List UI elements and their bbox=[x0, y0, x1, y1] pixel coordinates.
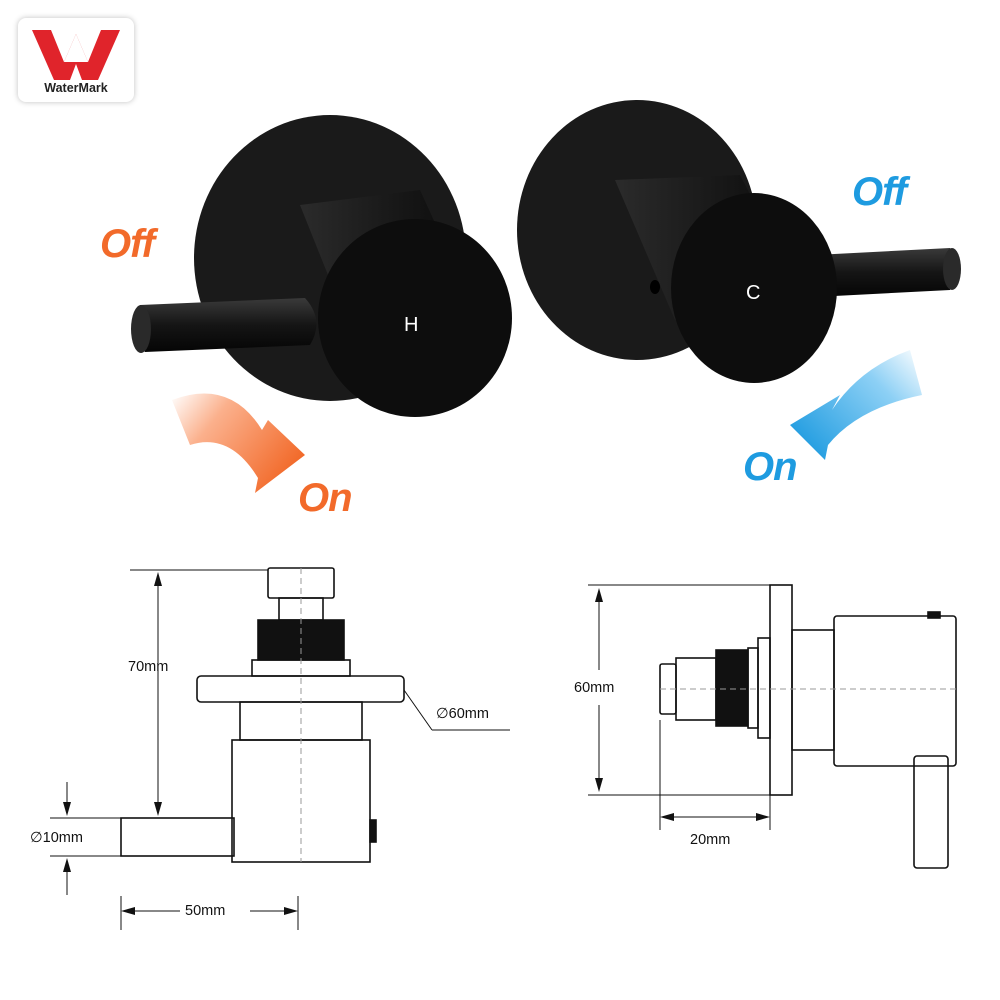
cold-tap bbox=[517, 100, 961, 383]
height-dimension-label: 70mm bbox=[128, 659, 169, 675]
side-height-label: 60mm bbox=[574, 680, 615, 696]
hot-tap-handle bbox=[318, 219, 512, 417]
cold-on-label: On bbox=[743, 445, 798, 489]
cold-handle-letter: C bbox=[746, 282, 761, 304]
hot-turn-arrow bbox=[172, 393, 305, 493]
front-view-drawing bbox=[50, 567, 510, 930]
watermark-logo: WaterMark bbox=[18, 18, 134, 102]
hot-off-label: Off bbox=[100, 222, 155, 266]
side-view-drawing bbox=[588, 584, 957, 869]
taps-illustration bbox=[131, 100, 961, 493]
cold-tap-handle bbox=[671, 193, 837, 383]
cold-tap-lever bbox=[815, 248, 957, 297]
technical-drawings bbox=[50, 567, 957, 930]
plate-diameter-label: ∅60mm bbox=[436, 706, 489, 722]
hot-tap bbox=[131, 115, 512, 417]
watermark-logo-text: WaterMark bbox=[44, 81, 108, 95]
hot-on-label: On bbox=[298, 476, 353, 520]
hot-tap-lever bbox=[135, 298, 317, 352]
cold-off-label: Off bbox=[852, 170, 907, 214]
side-depth-label: 20mm bbox=[690, 832, 731, 848]
cold-turn-arrow bbox=[790, 350, 922, 460]
lever-diameter-label: ∅10mm bbox=[30, 830, 83, 846]
watermark-w-icon bbox=[32, 30, 120, 80]
lever-length-label: 50mm bbox=[185, 903, 226, 919]
hot-handle-letter: H bbox=[404, 314, 419, 336]
